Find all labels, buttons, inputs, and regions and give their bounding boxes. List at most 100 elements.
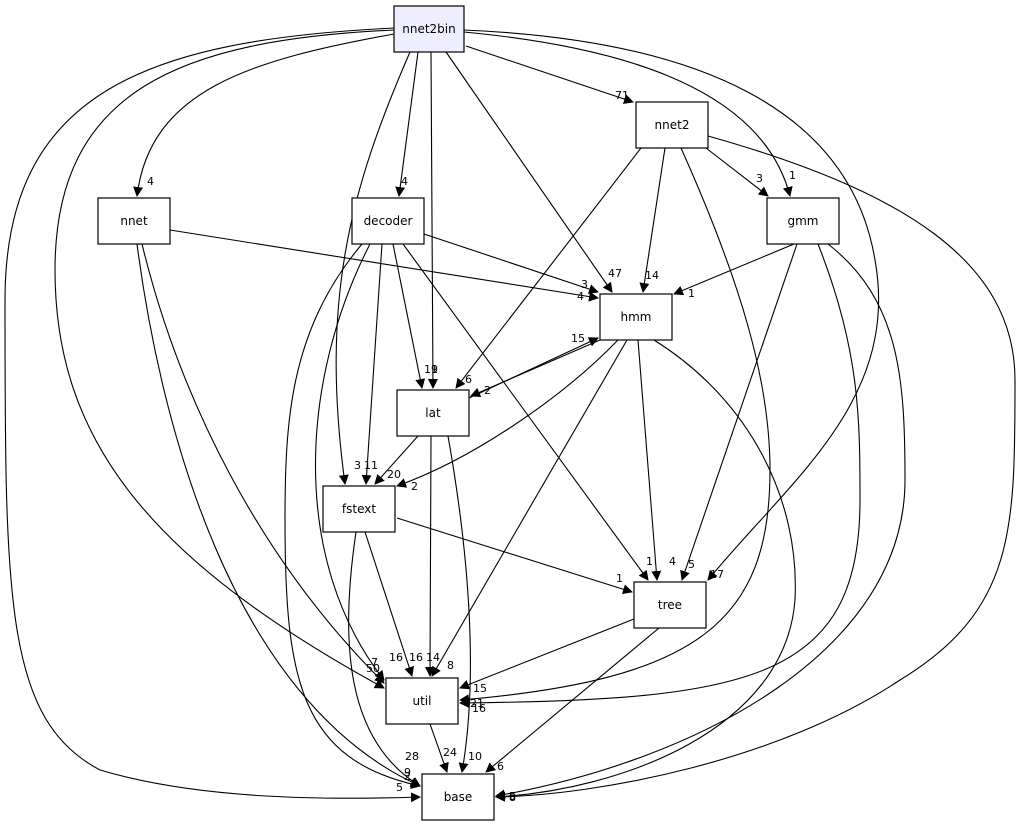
edge-label-gmm-to-hmm[interactable]: 1	[688, 287, 695, 300]
edge-label-hmm-to-tree[interactable]: 4	[669, 555, 676, 568]
node-hmm[interactable]: hmm	[599, 293, 673, 341]
edge-label-fstext-to-base[interactable]: 28	[405, 750, 419, 763]
node-box-lat[interactable]	[396, 389, 470, 437]
edge-label-decoder-to-fstext[interactable]: 11	[364, 459, 378, 472]
node-nnet2bin[interactable]: nnet2bin	[393, 5, 465, 53]
edge-gmm-to-hmm	[673, 243, 795, 296]
edge-nnet2-to-gmm	[705, 147, 769, 197]
edge-label-tree-to-util[interactable]: 15	[473, 682, 487, 695]
edge-label-nnet2bin-to-base[interactable]: 5	[396, 781, 403, 794]
edge-label-hmm-to-base[interactable]: 5	[509, 790, 516, 803]
node-label-decoder: decoder	[364, 214, 413, 228]
node-util[interactable]: util	[385, 677, 459, 725]
edge-label-nnet-to-base[interactable]: 9	[404, 766, 411, 779]
node-tree[interactable]: tree	[633, 581, 707, 629]
edge-label-decoder-to-tree[interactable]: 1	[646, 555, 653, 568]
edge-decoder-to-util	[315, 243, 385, 681]
edge-decoder-to-tree	[402, 243, 649, 581]
edge-label-decoder-to-lat[interactable]: 19	[424, 363, 438, 376]
edge-hmm-to-util	[431, 339, 628, 677]
edge-lat-to-base	[447, 435, 471, 773]
edge-label-nnet2-to-gmm[interactable]: 3	[756, 172, 763, 185]
node-box-nnet2[interactable]	[635, 101, 709, 149]
edge-label-nnet2bin-to-gmm[interactable]: 1	[789, 169, 796, 182]
edge-label-nnet2-to-util[interactable]: 21	[470, 697, 484, 710]
edge-label-nnet-to-hmm[interactable]: 4	[577, 290, 584, 303]
edges-layer	[4, 27, 1016, 803]
edge-nnet2bin-to-hmm	[445, 51, 613, 293]
edge-nnet-to-util	[141, 243, 385, 684]
edge-label-nnet2-to-hmm[interactable]: 14	[645, 269, 659, 282]
node-box-nnet2bin[interactable]	[393, 5, 465, 53]
edge-label-nnet2bin-to-hmm[interactable]: 47	[608, 267, 622, 280]
node-gmm[interactable]: gmm	[766, 197, 840, 245]
edge-decoder-to-hmm	[423, 233, 599, 294]
edge-nnet2bin-to-gmm	[463, 31, 793, 197]
node-box-gmm[interactable]	[766, 197, 840, 245]
edge-label-util-to-base[interactable]: 24	[443, 746, 457, 759]
edge-label-nnet2bin-to-util[interactable]: 50	[366, 662, 380, 675]
edge-label-decoder-to-hmm[interactable]: 3	[581, 278, 588, 291]
edge-label-fstext-to-tree[interactable]: 1	[616, 572, 623, 585]
edge-label-lat-to-util[interactable]: 14	[426, 651, 440, 664]
node-label-gmm: gmm	[788, 214, 819, 228]
edge-label-nnet2bin-to-fstext[interactable]: 3	[354, 459, 361, 472]
edge-label-lat-to-base[interactable]: 10	[468, 750, 482, 763]
edge-label-fstext-to-util[interactable]: 16	[409, 651, 423, 664]
edge-label-gmm-to-tree[interactable]: 5	[688, 558, 695, 571]
node-box-decoder[interactable]	[351, 197, 425, 245]
edge-label-nnet2-to-base[interactable]: 8	[509, 791, 516, 804]
edge-label-hmm-to-fstext[interactable]: 2	[411, 480, 418, 493]
node-fstext[interactable]: fstext	[322, 485, 396, 533]
edge-label-nnet2bin-to-lat[interactable]: 1	[431, 363, 438, 376]
edge-decoder-to-base	[284, 243, 421, 789]
edge-label-nnet2bin-to-nnet[interactable]: 4	[147, 175, 154, 188]
node-nnet2[interactable]: nnet2	[635, 101, 709, 149]
edge-hmm-to-base	[495, 339, 796, 802]
edge-hmm-to-tree	[637, 339, 662, 581]
node-label-util: util	[413, 694, 432, 708]
edge-tree-to-util	[459, 618, 635, 690]
node-decoder[interactable]: decoder	[351, 197, 425, 245]
node-nnet[interactable]: nnet	[97, 197, 171, 245]
edge-nnet2bin-to-tree	[463, 29, 880, 581]
edge-label-lat-to-hmm[interactable]: 15	[571, 332, 585, 345]
node-box-util[interactable]	[385, 677, 459, 725]
edge-label-nnet2bin-to-decoder[interactable]: 4	[401, 175, 408, 188]
node-box-fstext[interactable]	[322, 485, 396, 533]
node-label-hmm: hmm	[621, 310, 652, 324]
node-box-hmm[interactable]	[599, 293, 673, 341]
edge-nnet2-to-base	[495, 135, 1016, 802]
edge-label-gmm-to-base[interactable]: 6	[509, 790, 516, 803]
edge-label-lat-to-fstext[interactable]: 20	[387, 468, 401, 481]
edge-nnet2bin-to-util	[54, 29, 395, 689]
edge-label-decoder-to-util[interactable]: 16	[389, 651, 403, 664]
node-box-nnet[interactable]	[97, 197, 171, 245]
edge-label-nnet2bin-to-tree[interactable]: 17	[710, 568, 724, 581]
edge-lat-to-fstext	[374, 435, 419, 485]
edge-tree-to-base	[485, 627, 660, 773]
edge-nnet2-to-util	[459, 147, 771, 705]
edge-nnet-to-base	[136, 243, 421, 787]
edge-nnet2bin-to-decoder	[395, 51, 419, 197]
edge-lat-to-util	[425, 435, 436, 677]
node-box-tree[interactable]	[633, 581, 707, 629]
edge-label-gmm-to-util[interactable]: 16	[472, 702, 486, 715]
edge-label-hmm-to-util[interactable]: 8	[447, 659, 454, 672]
edge-label-nnet2bin-to-nnet2[interactable]: 71	[615, 89, 629, 102]
edge-label-hmm-to-lat[interactable]: 2	[484, 384, 491, 397]
node-lat[interactable]: lat	[396, 389, 470, 437]
edge-label-tree-to-base[interactable]: 6	[497, 760, 504, 773]
edge-label-nnet2-to-lat[interactable]: 6	[465, 373, 472, 386]
edge-fstext-to-util	[364, 531, 414, 677]
node-base[interactable]: base	[421, 773, 495, 821]
edge-nnet2bin-to-nnet	[133, 33, 395, 197]
node-box-base[interactable]	[421, 773, 495, 821]
edge-gmm-to-util	[459, 243, 861, 708]
edge-nnet2-to-hmm	[639, 147, 666, 293]
edge-label-nnet-to-util[interactable]: 7	[371, 656, 378, 669]
edge-label-decoder-to-base[interactable]: 2	[404, 770, 411, 783]
node-label-nnet: nnet	[120, 214, 148, 228]
edge-nnet2bin-to-fstext	[335, 51, 411, 485]
edge-decoder-to-fstext	[361, 243, 383, 485]
